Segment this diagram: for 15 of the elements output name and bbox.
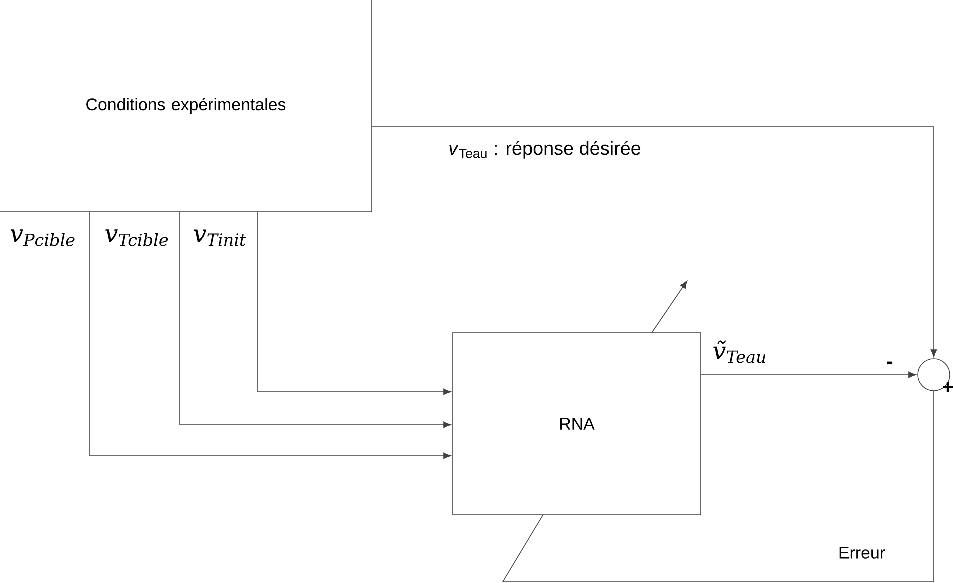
edge-label: v$_{Pcible}$ (10, 230, 75, 246)
arrow (180, 212, 452, 428)
edge-label: v$_{Teau}$ : réponse désirée (450, 141, 641, 159)
sign-label: - (887, 362, 893, 364)
arrow (90, 212, 452, 460)
sign-label: + (943, 382, 953, 392)
edge-label: ṽ$_{Teau}$ (714, 340, 766, 364)
edge-label: v$_{Tinit}$ (194, 230, 246, 246)
arrow (258, 212, 452, 396)
edge-label: v$_{Tcible}$ (106, 230, 168, 246)
process-box: Conditions expérimentales (0, 0, 372, 212)
arrow (372, 126, 938, 358)
arrow (701, 372, 916, 378)
process-box: RNA (452, 332, 702, 516)
edge-label: Erreur (840, 547, 886, 559)
